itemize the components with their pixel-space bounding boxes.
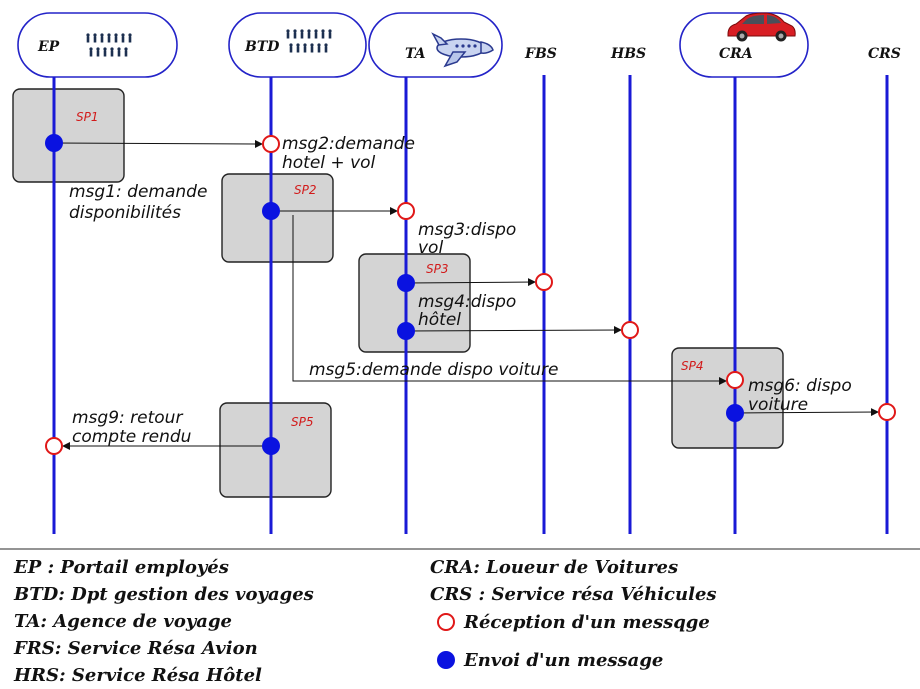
arrow-msg3 bbox=[405, 278, 536, 287]
participant-label-btd: BTD bbox=[244, 39, 280, 55]
legend-item-ta: TA: Agence de voyage bbox=[14, 611, 232, 632]
participant-label-ta: TA bbox=[405, 46, 426, 62]
send-dot bbox=[397, 322, 415, 340]
participant-box-ep bbox=[17, 12, 178, 78]
receive-dot bbox=[621, 321, 639, 339]
legend-item-btd: BTD: Dpt gestion des voyages bbox=[13, 584, 314, 605]
legend-item-hrs: HRS: Service Résa Hôtel bbox=[13, 665, 262, 686]
legend-send-icon bbox=[437, 651, 455, 669]
legend-receive-icon bbox=[437, 613, 455, 631]
process-label-sp3: SP3 bbox=[426, 262, 449, 276]
legend-item-frs: FRS: Service Résa Avion bbox=[13, 638, 258, 659]
send-dot bbox=[262, 202, 280, 220]
message-label-msg4: msg4:dispo hôtel bbox=[418, 292, 522, 330]
legend-reception-label: Réception d'un messqge bbox=[463, 612, 710, 633]
participant-label-crs: CRS bbox=[868, 46, 901, 62]
arrow-msg1 bbox=[53, 139, 263, 148]
receive-dot bbox=[397, 202, 415, 220]
process-box-sp2 bbox=[221, 173, 334, 263]
arrow-msg4 bbox=[405, 326, 622, 335]
arrow-msg5 bbox=[292, 215, 727, 385]
receive-dot bbox=[535, 273, 553, 291]
legend-envoi-label: Envoi d'un message bbox=[463, 650, 663, 671]
process-label-sp2: SP2 bbox=[294, 183, 317, 197]
receive-dot bbox=[878, 403, 896, 421]
participant-box-ta bbox=[368, 12, 503, 78]
process-label-sp4: SP4 bbox=[681, 359, 704, 373]
process-label-sp5: SP5 bbox=[291, 415, 314, 429]
participant-label-fbs: FBS bbox=[524, 46, 557, 62]
message-label-msg9: msg9: retour compte rendu bbox=[72, 408, 192, 447]
participant-label-cra: CRA bbox=[719, 46, 753, 62]
airplane-icon bbox=[431, 32, 494, 68]
car-icon bbox=[727, 12, 796, 42]
send-dot bbox=[726, 404, 744, 422]
legend-item-ep: EP : Portail employés bbox=[13, 557, 229, 578]
participant-label-ep: EP bbox=[37, 39, 60, 55]
arrow-msg6 bbox=[734, 408, 879, 417]
legend-item-cra: CRA: Loueur de Voitures bbox=[430, 557, 678, 578]
legend-item-crs: CRS : Service résa Véhicules bbox=[430, 584, 717, 605]
people-icon bbox=[86, 33, 132, 57]
send-dot bbox=[45, 134, 63, 152]
process-box-sp4 bbox=[671, 347, 784, 449]
process-box-sp1 bbox=[12, 88, 125, 183]
process-label-sp1: SP1 bbox=[76, 110, 99, 124]
message-label-msg5: msg5:demande dispo voiture bbox=[309, 360, 558, 380]
receive-dot bbox=[45, 437, 63, 455]
message-label-msg1: msg1: demande disponibilités bbox=[69, 182, 213, 223]
receive-dot bbox=[262, 135, 280, 153]
receive-dot bbox=[726, 371, 744, 389]
message-label-msg6: msg6: dispo voiture bbox=[748, 376, 857, 415]
send-dot bbox=[397, 274, 415, 292]
message-label-msg3: msg3:dispo vol bbox=[418, 220, 522, 258]
participant-label-hbs: HBS bbox=[610, 46, 646, 62]
people-icon bbox=[286, 29, 332, 53]
message-label-msg2: msg2:demande hotel + vol bbox=[282, 134, 420, 173]
send-dot bbox=[262, 437, 280, 455]
process-box-sp3 bbox=[358, 253, 471, 353]
